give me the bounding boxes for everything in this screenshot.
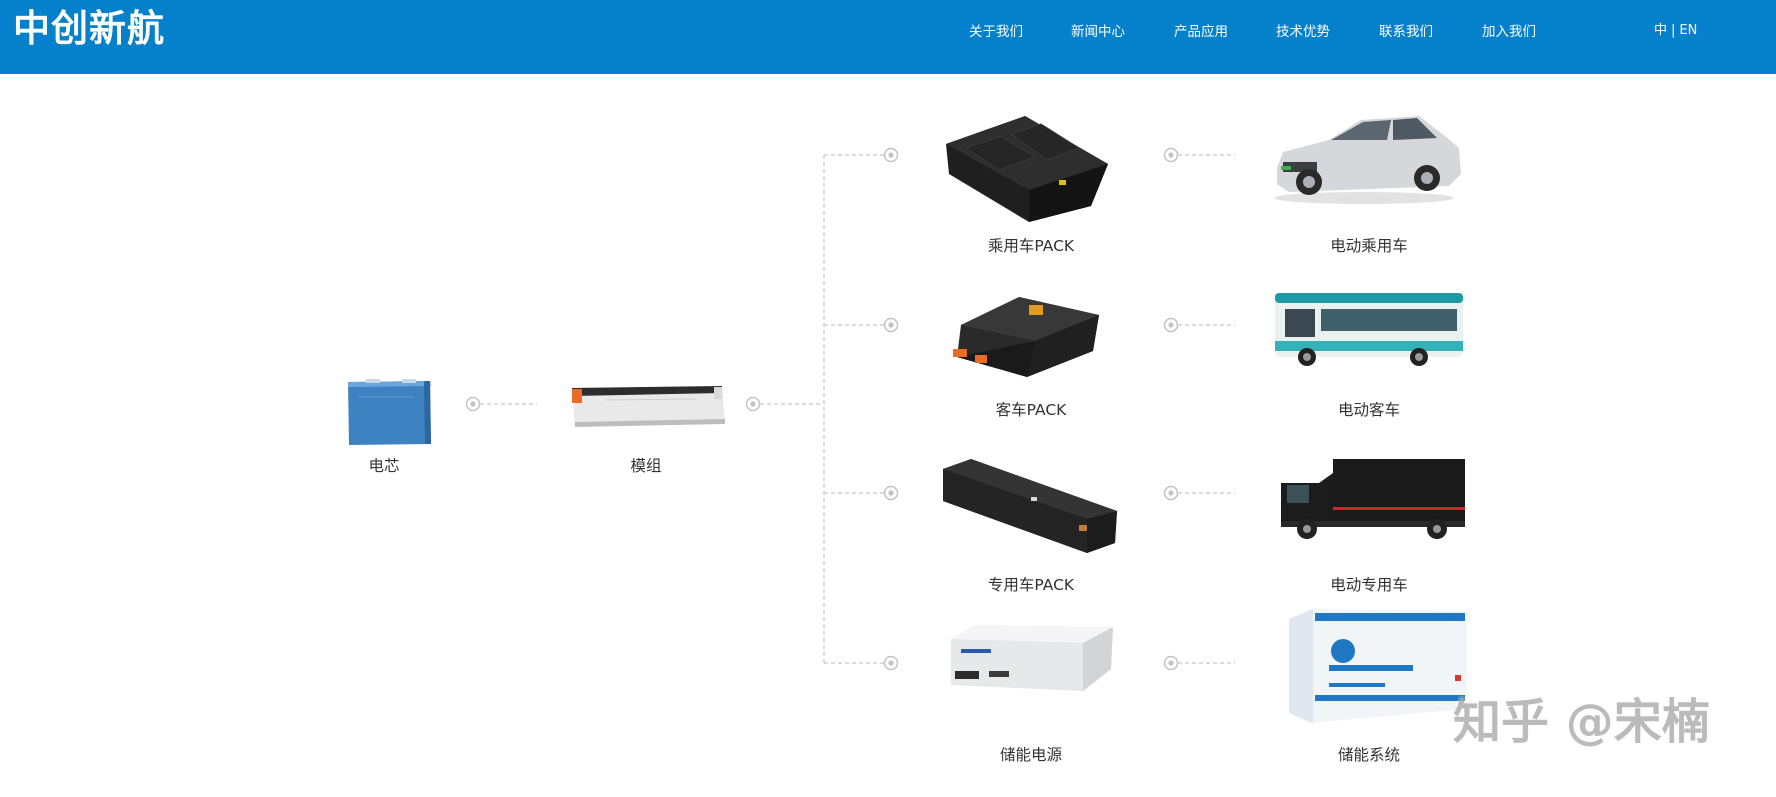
connector-node-icon [883,317,899,333]
item-bus-pack[interactable]: 客车PACK [931,285,1131,435]
connector-node-icon [1163,147,1179,163]
battery-module-image [572,386,725,427]
watermark: 知乎 @宋楠 [1453,694,1710,750]
battery-cell-image [348,379,431,445]
item-label: 电动专用车 [1330,576,1408,594]
item-label: 乘用车PACK [987,237,1075,255]
special-pack-image [943,459,1117,553]
site-header: 中创新航 关于我们 新闻中心 产品应用 技术优势 联系我们 加入我们 中|EN [0,0,1776,74]
item-passenger-vehicle[interactable]: 电动乘用车 [1269,110,1469,260]
storage-container-image [1289,609,1467,723]
item-storage-system[interactable]: 储能系统 [1269,605,1469,765]
connector-node-icon [883,655,899,671]
brand-logo[interactable]: 中创新航 [13,7,165,50]
bus-pack-image [953,297,1099,377]
connector-node-icon [883,147,899,163]
connector-node-icon [745,396,761,412]
nav-item-products[interactable]: 产品应用 [1174,24,1228,40]
nav-item-technology[interactable]: 技术优势 [1276,24,1330,40]
item-label: 专用车PACK [987,576,1075,594]
storage-power-image [951,625,1113,691]
item-label: 储能系统 [1337,746,1400,764]
electric-car-image [1274,116,1461,204]
lang-separator: | [1671,23,1676,38]
item-cell[interactable]: 电芯 [284,374,484,484]
lang-en[interactable]: EN [1679,23,1698,38]
connector-node-icon [1163,317,1179,333]
electric-bus-image [1275,293,1463,366]
item-label: 电动客车 [1337,401,1400,419]
language-switcher: 中|EN [1654,21,1697,41]
nav-item-about[interactable]: 关于我们 [969,24,1023,40]
item-label: 电芯 [368,457,400,475]
item-special-pack[interactable]: 专用车PACK [931,455,1131,605]
item-module[interactable]: 模组 [546,374,746,484]
passenger-pack-image [946,116,1108,222]
nav-item-contact[interactable]: 联系我们 [1379,24,1433,40]
lang-zh[interactable]: 中 [1654,23,1668,38]
item-passenger-pack[interactable]: 乘用车PACK [931,110,1131,260]
item-bus-vehicle[interactable]: 电动客车 [1269,285,1469,435]
item-label: 客车PACK [995,401,1067,419]
nav-item-news[interactable]: 新闻中心 [1071,24,1125,40]
connector-node-icon [1163,485,1179,501]
item-label: 模组 [630,457,662,475]
item-label: 储能电源 [999,746,1062,764]
item-special-vehicle[interactable]: 电动专用车 [1269,455,1469,605]
item-label: 电动乘用车 [1330,237,1408,255]
item-storage-power[interactable]: 储能电源 [931,615,1131,765]
nav-item-careers[interactable]: 加入我们 [1482,24,1536,40]
connector-node-icon [465,396,481,412]
connector-node-icon [1163,655,1179,671]
connector-node-icon [883,485,899,501]
electric-truck-image [1281,459,1465,539]
